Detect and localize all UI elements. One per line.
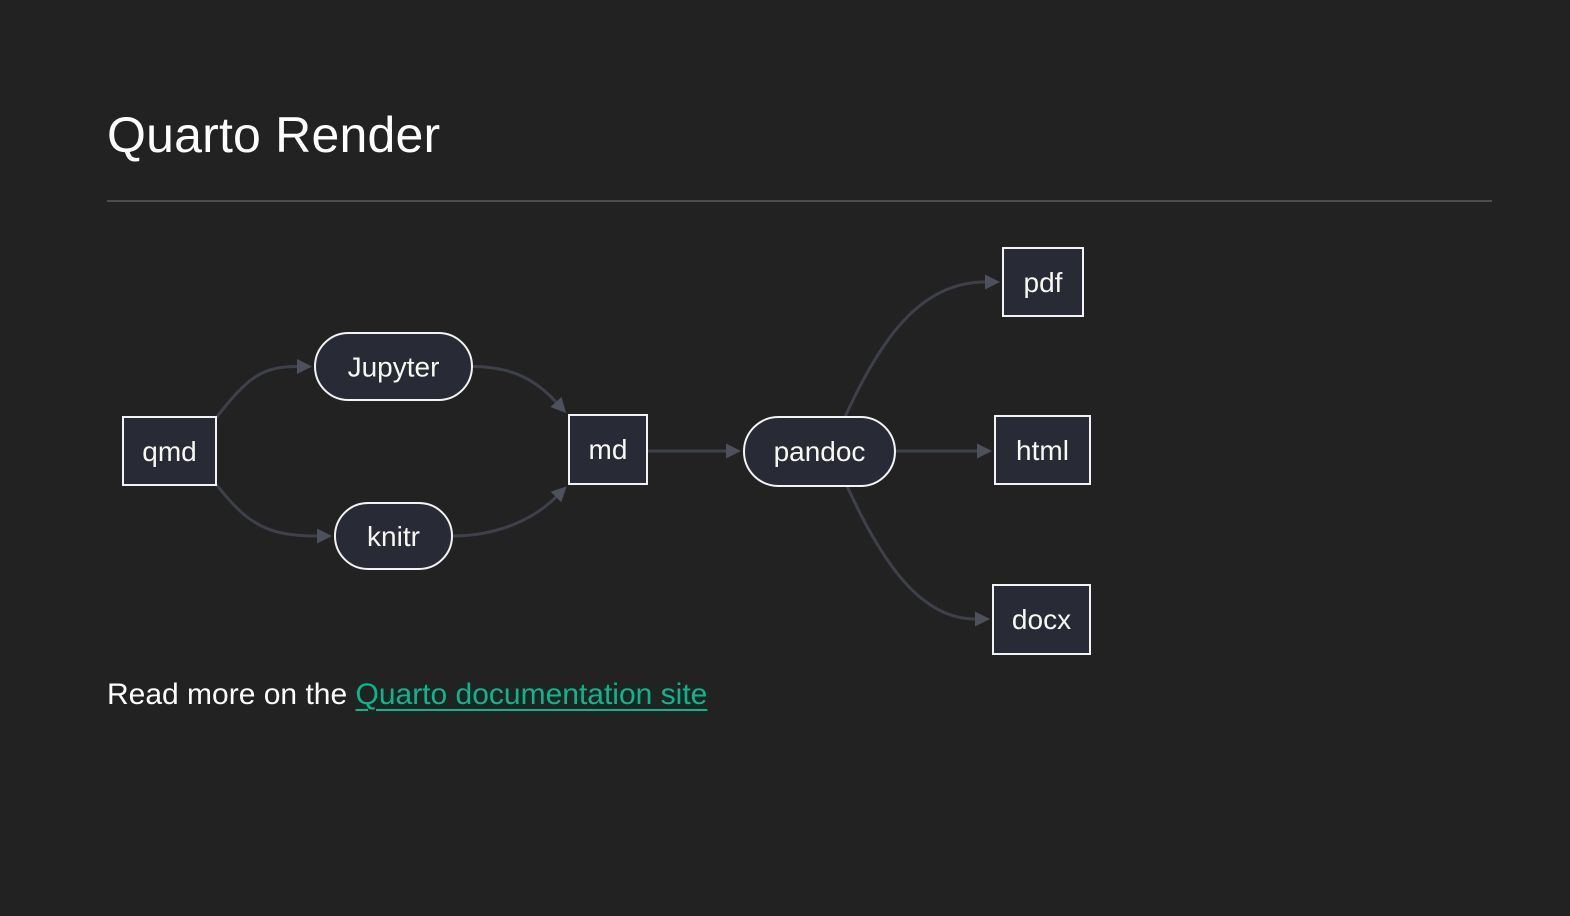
page-title: Quarto Render <box>107 107 441 163</box>
edge-jupyter-to-md <box>470 365 567 414</box>
node-knitr-label: knitr <box>367 521 420 552</box>
edge-knitr-to-md <box>450 486 567 538</box>
node-md-label: md <box>589 434 628 465</box>
read-more-text: Read more on the Quarto documentation si… <box>107 678 707 712</box>
node-pdf: pdf <box>1002 247 1084 317</box>
node-jupyter-label: Jupyter <box>348 352 440 383</box>
edge-pandoc-to-docx <box>845 484 990 627</box>
node-html-label: html <box>1016 435 1069 466</box>
node-html: html <box>994 415 1091 485</box>
node-pandoc: pandoc <box>743 416 896 487</box>
title-divider <box>107 200 1492 202</box>
quarto-docs-link[interactable]: Quarto documentation site <box>355 678 708 711</box>
node-jupyter: Jupyter <box>314 332 473 401</box>
node-knitr: knitr <box>334 502 453 570</box>
edge-pandoc-to-pdf <box>843 274 1000 419</box>
edge-qmd-to-jupyter <box>214 359 312 420</box>
node-pdf-label: pdf <box>1024 267 1063 298</box>
node-pandoc-label: pandoc <box>774 436 866 467</box>
node-docx-label: docx <box>1012 604 1071 635</box>
edge-qmd-to-knitr <box>214 482 332 544</box>
node-md: md <box>568 414 648 485</box>
flowchart-edges <box>214 274 1000 627</box>
node-docx: docx <box>992 584 1091 655</box>
node-qmd-label: qmd <box>142 436 196 467</box>
flowchart-diagram: qmd Jupyter knitr md pandoc pdf html <box>122 247 1091 655</box>
node-qmd: qmd <box>122 416 217 486</box>
read-more-prefix: Read more on the <box>107 678 356 711</box>
